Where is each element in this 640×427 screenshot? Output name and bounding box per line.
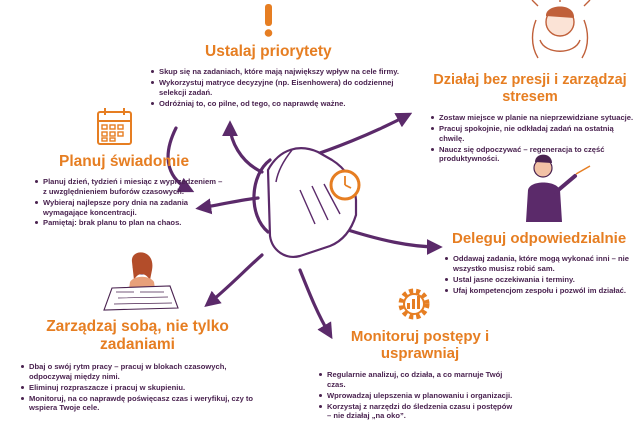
list-item: Zostaw miejsce w planie na nieprzewidzia… bbox=[430, 113, 634, 123]
delegate-list: Oddawaj zadania, które mogą wykonać inni… bbox=[444, 254, 636, 296]
presenter-icon bbox=[526, 154, 591, 222]
priorities-title: Ustalaj priorytety bbox=[205, 43, 332, 60]
arrow-to-monitor bbox=[298, 268, 333, 340]
priorities-list: Skup się na zadaniach, które mają najwię… bbox=[150, 67, 412, 109]
list-item: Naucz się odpoczywać – regeneracja to cz… bbox=[430, 145, 634, 165]
list-item: Ustal jasne oczekiwania i terminy. bbox=[444, 275, 636, 285]
list-item: Pamiętaj: brak planu to plan na chaos. bbox=[34, 218, 224, 228]
list-item: Dbaj o swój rytm pracy – pracuj w blokac… bbox=[20, 362, 260, 382]
delegate-title: Deleguj odpowiedzialnie bbox=[452, 230, 627, 247]
list-item: Pracuj spokojnie, nie odkładaj zadań na … bbox=[430, 124, 634, 144]
list-item: Wykorzystuj matryce decyzyjne (np. Eisen… bbox=[150, 78, 412, 98]
arrow-inner-swirl bbox=[252, 158, 272, 234]
calendar-icon bbox=[97, 108, 132, 145]
arrow-to-self bbox=[204, 253, 264, 307]
arrow-to-stress bbox=[303, 112, 413, 160]
list-item: Oddawaj zadania, które mogą wykonać inni… bbox=[444, 254, 636, 274]
plan-list: Planuj dzień, tydzień i miesiąc z wyprze… bbox=[34, 177, 224, 229]
list-item: Regularnie analizuj, co działa, a co mar… bbox=[318, 370, 518, 390]
monitor-list: Regularnie analizuj, co działa, a co mar… bbox=[318, 370, 518, 422]
stressed-person-icon bbox=[531, 0, 591, 59]
stress-title-line1: Działaj bez presji i zarządzaj bbox=[433, 72, 627, 88]
list-item: Korzystaj z narzędzi do śledzenia czasu … bbox=[318, 402, 518, 422]
arrow-to-delegate bbox=[346, 228, 443, 255]
stress-title: Działaj bez presji i zarządzaj stresem bbox=[424, 72, 636, 105]
list-item: Wybieraj najlepsze pory dnia na zadania … bbox=[34, 198, 224, 218]
self-title-line2: zadaniami bbox=[100, 335, 175, 353]
plan-title: Planuj świadomie bbox=[59, 153, 190, 170]
hand-with-watch-icon bbox=[266, 147, 361, 258]
gear-chart-icon bbox=[398, 288, 430, 320]
arrow-to-priorities bbox=[222, 120, 264, 174]
monitor-title-line2: usprawniaj bbox=[380, 345, 460, 363]
arrow-outer-loop bbox=[166, 126, 195, 193]
list-item: Eliminuj rozpraszacze i pracuj w skupien… bbox=[20, 383, 260, 393]
monitor-title-line1: Monitoruj postępy i bbox=[350, 328, 490, 345]
exclamation-icon bbox=[264, 4, 273, 37]
self-title: Zarządzaj sobą, nie tylko zadaniami bbox=[30, 318, 245, 354]
list-item: Ufaj kompetencjom zespołu i pozwól im dz… bbox=[444, 286, 636, 296]
list-item: Skup się na zadaniach, które mają najwię… bbox=[150, 67, 412, 77]
list-item: Planuj dzień, tydzień i miesiąc z wyprze… bbox=[34, 177, 224, 197]
list-item: Monitoruj, na co naprawdę poświęcasz cza… bbox=[20, 394, 260, 414]
stress-list: Zostaw miejsce w planie na nieprzewidzia… bbox=[430, 113, 634, 165]
self-title-line1: Zarządzaj sobą, nie tylko bbox=[46, 318, 229, 335]
desk-worker-icon bbox=[103, 252, 179, 311]
self-list: Dbaj o swój rytm pracy – pracuj w blokac… bbox=[20, 362, 260, 414]
stress-title-line2: stresem bbox=[502, 88, 558, 105]
list-item: Odróżniaj to, co pilne, od tego, co napr… bbox=[150, 99, 412, 109]
list-item: Wprowadzaj ulepszenia w planowaniu i org… bbox=[318, 391, 518, 401]
monitor-title: Monitoruj postępy i usprawniaj bbox=[340, 328, 500, 363]
